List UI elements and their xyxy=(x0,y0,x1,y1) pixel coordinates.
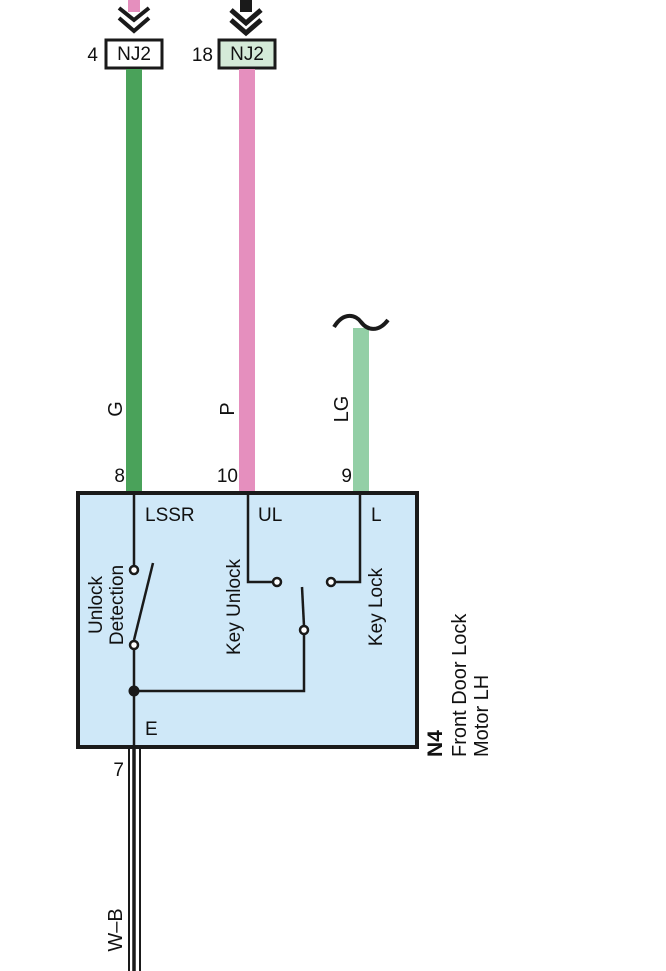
pin-number-e: 7 xyxy=(113,760,124,781)
switch-label-key-lock: Key Lock xyxy=(366,567,387,646)
pin-number-l: 9 xyxy=(341,466,352,487)
wire-white-black xyxy=(128,747,141,971)
switch-label-unlock: Unlock xyxy=(86,575,107,634)
double-chevron-down-icon xyxy=(117,6,151,34)
component-name-line2: Motor LH xyxy=(471,675,493,757)
component-code: N4 xyxy=(424,730,447,757)
wire-color-label-p: P xyxy=(217,402,239,415)
terminal-label-lssr: LSSR xyxy=(145,505,195,526)
terminal-label-l: L xyxy=(371,505,382,526)
terminal-label-ul: UL xyxy=(258,505,282,526)
terminal-label-e: E xyxy=(145,719,158,740)
wire-color-label-wb: W–B xyxy=(105,908,127,951)
pin-number-ul: 10 xyxy=(217,466,238,487)
junction-dot xyxy=(128,685,140,697)
switch-label-detection: Detection xyxy=(107,565,128,645)
connector-code: NJ2 xyxy=(117,44,151,65)
switch-label-key-unlock: Key Unlock xyxy=(224,558,245,655)
connector-pin-number: 18 xyxy=(192,45,213,66)
connector-code: NJ2 xyxy=(230,44,264,65)
connector-nj2-pin4: NJ2 4 xyxy=(87,38,164,70)
component-name-line1: Front Door Lock xyxy=(449,613,471,757)
wire-color-label-g: G xyxy=(105,401,127,417)
connector-pin-number: 4 xyxy=(87,45,98,66)
wire-color-label-lg: LG xyxy=(331,396,353,423)
connector-nj2-pin18: NJ2 18 xyxy=(192,38,277,70)
wire-break-tilde-icon xyxy=(332,313,390,331)
switch-contact-dots xyxy=(128,564,337,651)
internal-circuit xyxy=(132,495,362,745)
bold-chevron-down-icon xyxy=(229,8,263,37)
pin-number-lssr: 8 xyxy=(114,466,125,487)
